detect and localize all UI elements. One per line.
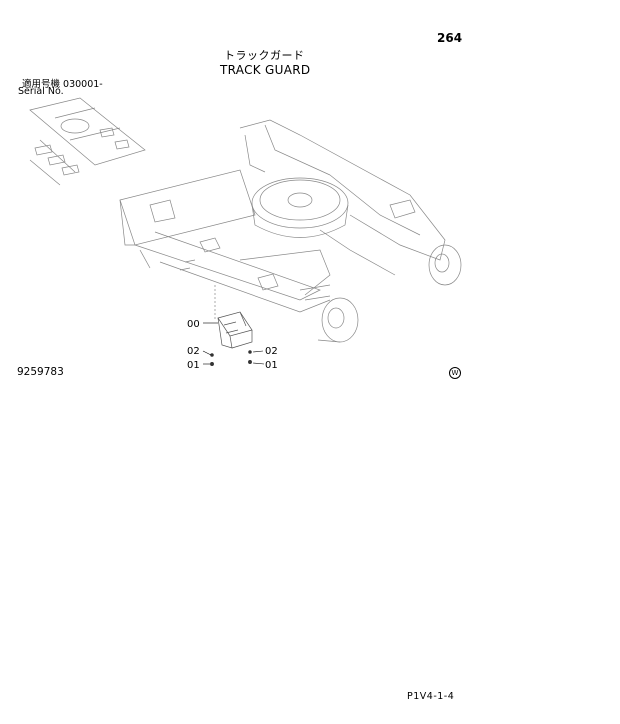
callout-02-left: 02 <box>187 346 200 357</box>
title-japanese: トラックガード <box>224 49 305 62</box>
idler-wheel <box>304 244 462 343</box>
bolts <box>210 350 252 366</box>
callout-00: 00 <box>187 319 200 330</box>
drawing-number: 9259783 <box>17 366 64 378</box>
callout-leaders <box>202 322 265 365</box>
page-number: 264 <box>437 31 463 45</box>
callout-01-left: 01 <box>187 360 200 371</box>
track-frame <box>119 119 446 313</box>
title-english: TRACK GUARD <box>220 63 311 77</box>
inset-sketch <box>29 97 146 186</box>
callout-01-right: 01 <box>265 360 278 371</box>
serial-label-japanese: 適用号機 030001- <box>22 79 103 90</box>
frame-pads <box>179 237 279 291</box>
w-circle-mark: W <box>449 367 461 379</box>
track-guard-part <box>217 311 253 349</box>
callout-02-right: 02 <box>265 346 278 357</box>
footer-code: P1V4-1-4 <box>407 691 455 702</box>
swing-ring <box>251 177 349 238</box>
serial-label-english: Serial No. <box>18 86 64 97</box>
